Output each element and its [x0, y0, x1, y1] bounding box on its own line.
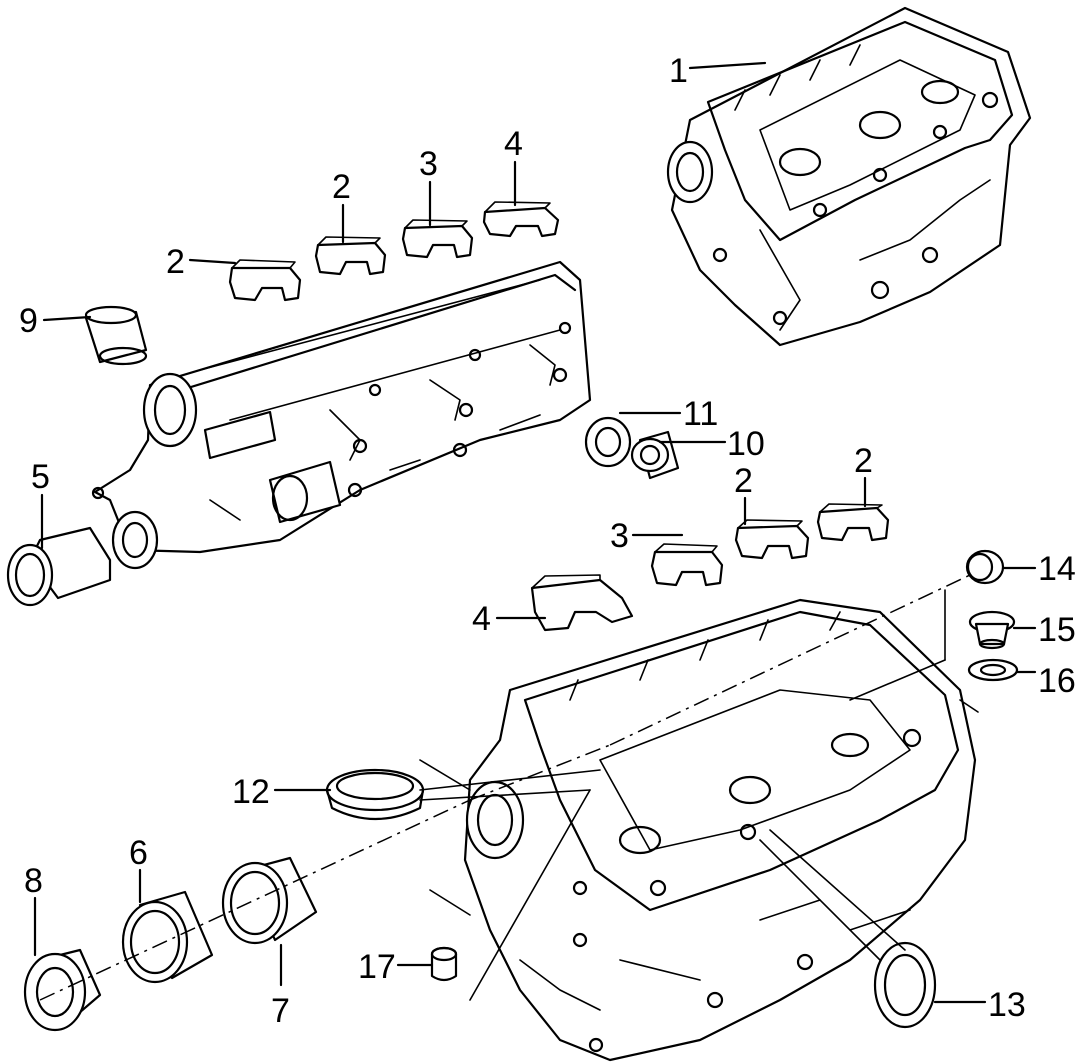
callout-2: 2 [854, 442, 873, 480]
leader-lines [33, 61, 1037, 1004]
plug-15 [968, 610, 1016, 650]
bearing-cap-2d [816, 503, 890, 542]
cylinder-head-bottom [419, 598, 979, 1062]
seal-ring-12 [325, 768, 425, 821]
callout-9: 9 [19, 302, 38, 340]
centre-lines [39, 574, 971, 1001]
callout-4: 4 [472, 600, 491, 638]
seal-11 [584, 416, 632, 468]
callout-3: 3 [419, 145, 438, 183]
callout-6: 6 [129, 834, 148, 872]
bearing-cap-3a [401, 219, 474, 259]
callout-7: 7 [271, 992, 290, 1030]
callout-10: 10 [727, 425, 765, 463]
bearing-cap-4b [530, 574, 634, 632]
bearing-cap-4a [482, 201, 560, 238]
cylinder-head-left [91, 260, 592, 570]
callout-3: 3 [610, 517, 629, 555]
callout-11: 11 [683, 395, 718, 433]
callout-labels: 1 2 2 3 4 9 5 11 10 2 2 3 14 4 15 16 12 … [19, 52, 1076, 1030]
callout-8: 8 [24, 862, 43, 900]
callout-16: 16 [1038, 662, 1076, 700]
bearing-cap-2b [314, 236, 387, 276]
callout-4: 4 [504, 125, 523, 163]
seal-ring-8 [23, 948, 102, 1032]
bearing-cap-2c [734, 519, 810, 560]
callout-2: 2 [166, 243, 185, 281]
sleeve-9 [84, 305, 148, 366]
callout-1: 1 [669, 52, 688, 90]
plug-10 [630, 430, 680, 480]
tube-5 [6, 526, 112, 607]
callout-17: 17 [358, 948, 396, 986]
callout-14: 14 [1038, 550, 1076, 588]
seal-ring-13 [873, 941, 937, 1029]
filter-cylinder-6 [121, 890, 214, 984]
bearing-cap-2a [228, 259, 302, 302]
callout-2: 2 [734, 462, 753, 500]
washer-16 [967, 658, 1019, 682]
filter-cylinder-7 [221, 856, 318, 945]
callout-2: 2 [332, 168, 351, 206]
cylinder-head-top-right [666, 6, 1032, 347]
callout-13: 13 [988, 986, 1026, 1024]
callout-5: 5 [31, 458, 50, 496]
callout-12: 12 [232, 773, 270, 811]
callout-15: 15 [1038, 611, 1076, 649]
pin-17 [430, 946, 458, 982]
cap-14 [965, 549, 1005, 585]
bearing-cap-3b [650, 543, 724, 587]
